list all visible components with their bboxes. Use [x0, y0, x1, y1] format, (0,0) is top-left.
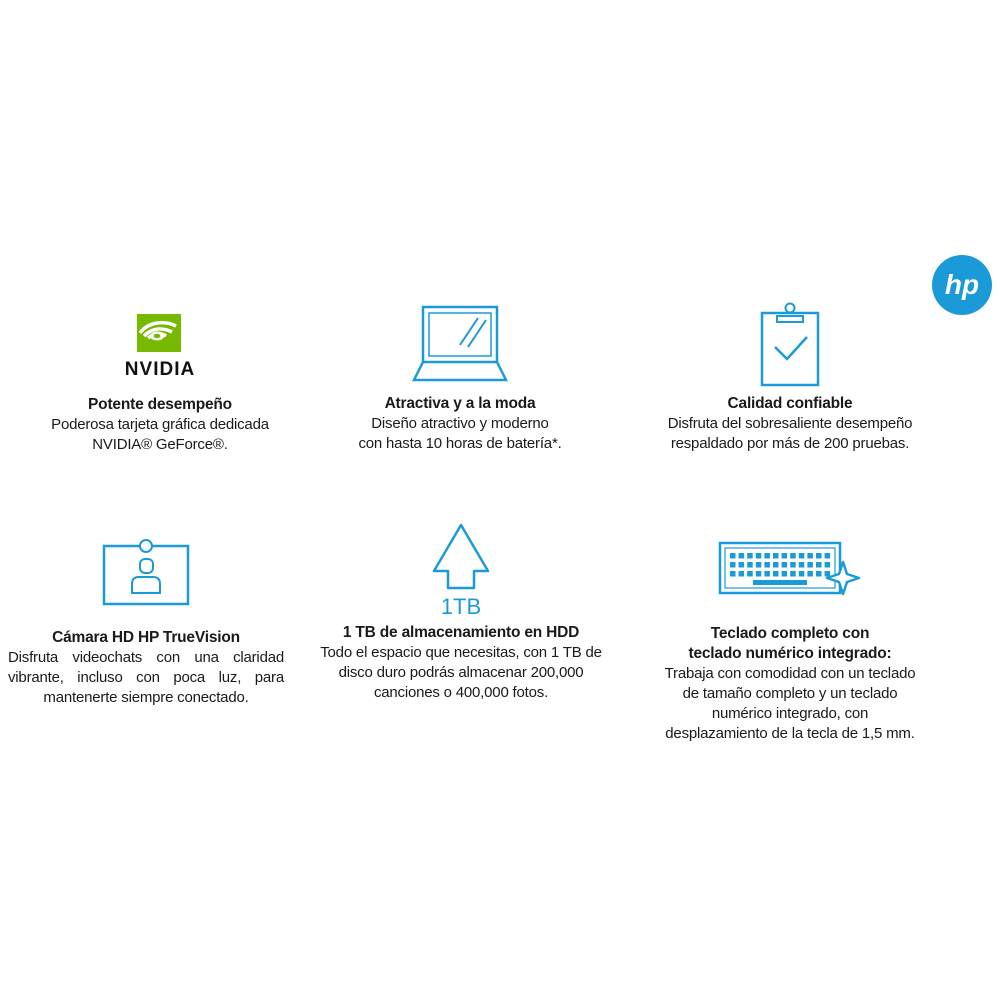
feature-title: teclado numérico integrado:: [688, 645, 892, 662]
keyboard-key: [816, 571, 822, 577]
feature-design: Atractiva y a la moda Diseño atractivo y…: [310, 305, 610, 454]
feature-desc-line: respaldado por más de 200 pruebas.: [670, 435, 910, 452]
keyboard-key: [781, 571, 788, 577]
hp-logo-text: hp: [945, 269, 979, 300]
keyboard-key: [824, 553, 831, 559]
feature-desc-line: Poderosa tarjeta gráfica dedicada: [51, 416, 269, 433]
feature-title: 1 TB de almacenamiento en HDD: [342, 624, 580, 641]
keyboard-key: [816, 553, 822, 559]
keyboard-key: [747, 571, 753, 577]
keyboard-key: [798, 553, 805, 559]
feature-title: Atractiva y a la moda: [384, 395, 536, 412]
feature-title: Potente desempeño: [88, 396, 232, 413]
feature-webcam: Cámara HD HP TrueVision Disfruta videoch…: [8, 538, 284, 708]
nvidia-logo: NVIDIA: [125, 314, 195, 380]
keyboard-key: [790, 553, 796, 559]
feature-desc-line: Trabaja con comodidad con un teclado: [664, 665, 916, 682]
keyboard-key: [790, 562, 796, 568]
keyboard-key: [764, 571, 770, 577]
hp-logo: hp: [932, 255, 992, 315]
keyboard-sparkle-icon: [718, 541, 861, 596]
arrow-up-storage-icon: [432, 523, 490, 590]
laptop-icon: [411, 305, 509, 382]
keyboard-key: [755, 553, 762, 559]
keyboard-key: [747, 553, 753, 559]
keyboard-key: [781, 562, 788, 568]
keyboard-key: [816, 562, 822, 568]
feature-storage: 1TB 1 TB de almacenamiento en HDD Todo e…: [318, 522, 604, 703]
webcam-user-icon: [102, 539, 190, 606]
keyboard-spacebar: [753, 580, 807, 585]
feature-desc-line: de tamaño completo y un teclado: [682, 685, 898, 702]
keyboard-key: [755, 571, 762, 577]
keyboard-key: [790, 571, 796, 577]
keyboard-key: [764, 553, 770, 559]
storage-icon-label: 1TB: [440, 594, 482, 619]
keyboard-key: [747, 562, 753, 568]
keyboard-key: [730, 571, 736, 577]
feature-desc-line: Disfruta del sobresaliente desempeño: [667, 415, 913, 432]
keyboard-key: [738, 562, 745, 568]
keyboard-key: [773, 553, 779, 559]
keyboard-key: [773, 571, 779, 577]
feature-desc-line: desplazamiento de la tecla de 1,5 mm.: [665, 725, 915, 742]
feature-performance: NVIDIA Potente desempeño Poderosa tarjet…: [10, 312, 310, 455]
nvidia-logo-text: NVIDIA: [125, 359, 195, 380]
keyboard-key: [755, 562, 762, 568]
feature-desc-line: NVIDIA® GeForce®.: [92, 436, 228, 453]
feature-keyboard: Teclado completo con teclado numérico in…: [645, 540, 935, 744]
feature-desc-line: Diseño atractivo y moderno: [371, 415, 549, 432]
keyboard-key: [798, 562, 805, 568]
keyboard-key: [730, 553, 736, 559]
feature-quality: Calidad confiable Disfruta del sobresali…: [640, 302, 940, 454]
keyboard-key: [807, 571, 813, 577]
feature-title: Calidad confiable: [727, 395, 853, 412]
keyboard-key: [824, 562, 831, 568]
feature-desc-line: canciones o 400,000 fotos.: [373, 684, 549, 701]
feature-desc-line: disco duro podrás almacenar 200,000: [338, 664, 584, 681]
keyboard-key: [773, 562, 779, 568]
keyboard-key: [798, 571, 805, 577]
feature-desc-line: Todo el espacio que necesitas, con 1 TB …: [320, 644, 602, 661]
keyboard-key: [807, 562, 813, 568]
feature-desc: Disfruta videochats con una claridad vib…: [8, 649, 284, 706]
feature-desc-line: con hasta 10 horas de batería*.: [358, 435, 562, 452]
feature-desc-line: numérico integrado, con: [711, 705, 869, 722]
keyboard-key: [738, 571, 745, 577]
keyboard-key: [807, 553, 813, 559]
keyboard-key: [730, 562, 736, 568]
keyboard-key: [738, 553, 745, 559]
storage-icon-group: 1TB: [318, 522, 604, 619]
keyboard-key: [824, 571, 831, 577]
clipboard-check-icon: [760, 302, 820, 387]
feature-title: Cámara HD HP TrueVision: [52, 629, 240, 646]
feature-title: Teclado completo con: [710, 625, 870, 642]
keyboard-key: [764, 562, 770, 568]
keyboard-key: [781, 553, 788, 559]
